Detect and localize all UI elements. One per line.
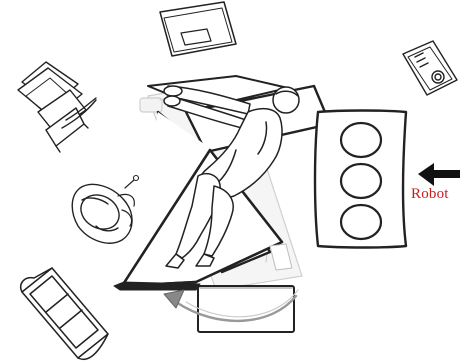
robot-base [313, 109, 408, 249]
patient [163, 85, 300, 269]
chair [20, 267, 109, 361]
robot-arm-port-2 [339, 162, 383, 200]
monitor-screen [159, 1, 237, 57]
robot-label: Robot [411, 186, 449, 202]
left-arrow-icon [418, 163, 460, 186]
anesthesiologist [71, 174, 140, 244]
anesthesia-machine [17, 61, 97, 153]
robot-arm-port-3 [339, 203, 383, 241]
robot-arm-port-1 [339, 121, 383, 159]
control-panel [402, 40, 458, 96]
curved-arrow-icon [163, 289, 299, 322]
